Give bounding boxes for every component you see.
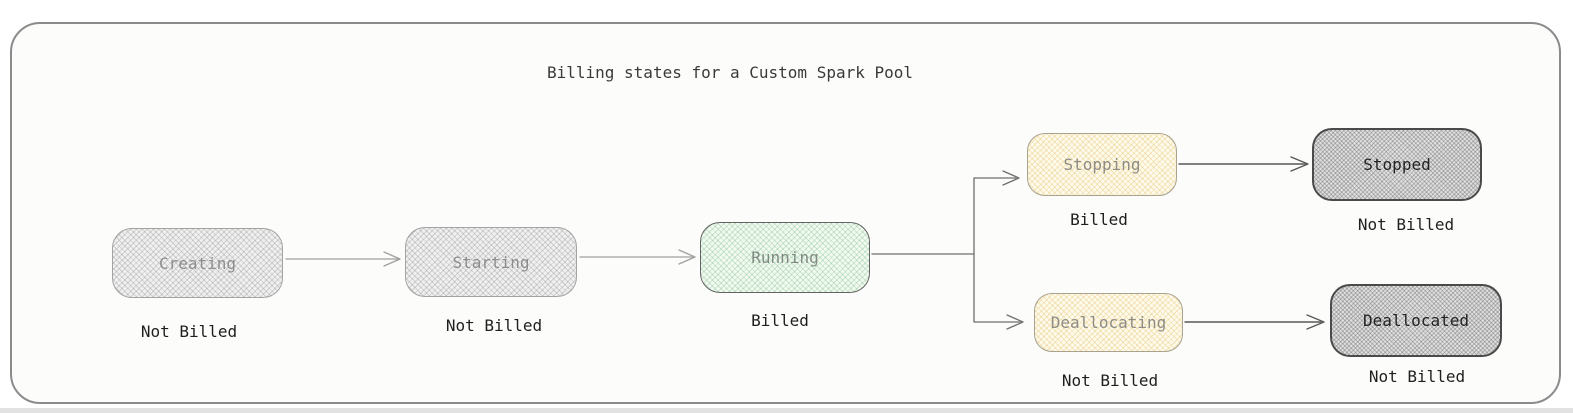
- billing-label-stopping: Billed: [1070, 210, 1128, 229]
- diagram-frame: [10, 22, 1561, 404]
- billing-label-stopped: Not Billed: [1357, 215, 1455, 234]
- node-stopped: Stopped: [1312, 128, 1482, 201]
- node-deallocated: Deallocated: [1330, 284, 1502, 357]
- node-stopped-label: Stopped: [1363, 155, 1431, 174]
- node-stopping-label: Stopping: [1063, 155, 1141, 174]
- node-starting: Starting: [405, 227, 577, 297]
- node-deallocating-label: Deallocating: [1050, 313, 1167, 332]
- node-deallocating: Deallocating: [1034, 293, 1183, 352]
- node-creating-label: Creating: [158, 253, 237, 273]
- billing-label-running: Billed: [751, 311, 809, 330]
- billing-label-deallocated: Not Billed: [1368, 367, 1466, 386]
- billing-label-creating: Not Billed: [140, 322, 238, 341]
- diagram-title: Billing states for a Custom Spark Pool: [546, 63, 914, 82]
- node-running: Running: [700, 222, 870, 293]
- node-deallocated-label: Deallocated: [1363, 311, 1469, 330]
- node-running-label: Running: [751, 248, 819, 267]
- node-creating: Creating: [112, 228, 283, 298]
- window-bottom-edge: [0, 408, 1573, 413]
- billing-label-starting: Not Billed: [445, 316, 543, 335]
- node-starting-label: Starting: [452, 252, 530, 272]
- billing-label-deallocating: Not Billed: [1061, 371, 1159, 390]
- node-stopping: Stopping: [1027, 133, 1177, 196]
